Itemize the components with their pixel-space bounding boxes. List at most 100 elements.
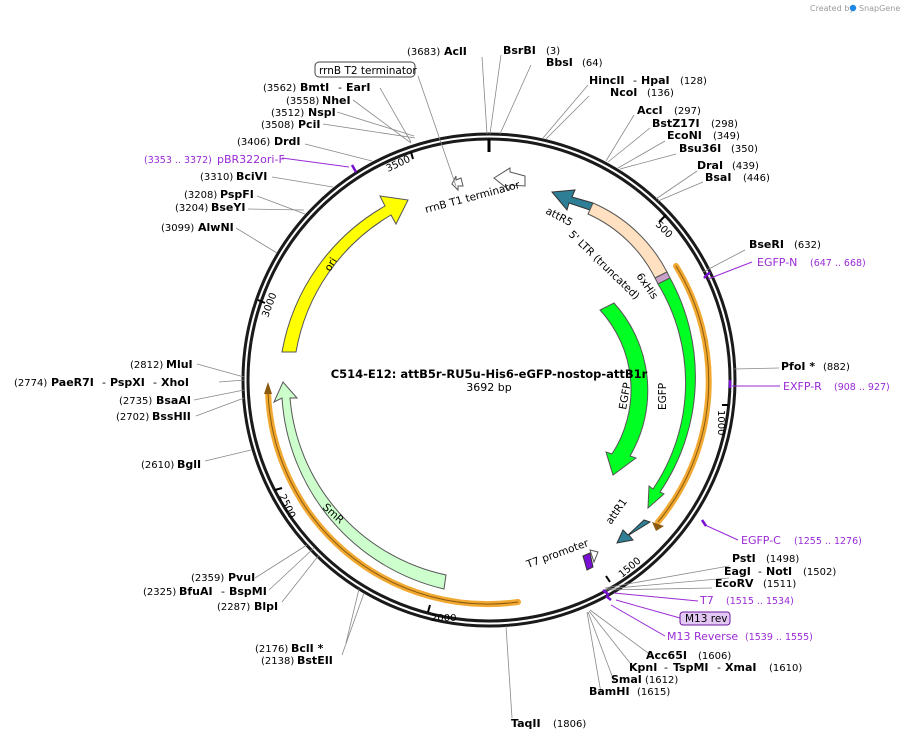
site-bfuai: BfuAI <box>179 585 213 598</box>
site-bsu36i: Bsu36I <box>679 142 721 155</box>
site-pspfi-pos: (3208) <box>184 190 217 201</box>
site-bamhi: BamHI <box>589 685 630 698</box>
plasmid-size: 3692 bp <box>466 381 511 394</box>
site-psti: PstI <box>732 552 756 565</box>
site-hincii: HincII <box>589 74 625 87</box>
site-paer7i: PaeR7I <box>51 376 94 389</box>
site-bspmi: BspMI <box>229 585 267 598</box>
site-sep-pspxi: - <box>102 376 106 389</box>
site-bcivi-pos: (3310) <box>200 172 233 183</box>
site-hpai: HpaI <box>641 74 670 87</box>
site-bsshii-pos: (2702) <box>116 412 149 423</box>
site-acc65i-pos: (1606) <box>698 651 731 662</box>
site-bcli: BclI * <box>291 642 324 655</box>
primer-labels: EGFP-N (647 .. 668) EXFP-R (908 .. 927) … <box>144 153 890 643</box>
site-bmti-pos: (3562) <box>263 83 296 94</box>
site-alwni-pos: (3099) <box>161 223 194 234</box>
feature-attr5-label: attR5 <box>544 205 575 229</box>
site-sep-xhoi: - <box>153 376 157 389</box>
feature-egfp-highlight-line <box>657 265 710 523</box>
site-bsshii: BssHII <box>152 410 191 423</box>
site-bmti: BmtI <box>300 81 329 94</box>
feature-rrnb-t2 <box>451 175 464 192</box>
site-pcii: PciI <box>298 118 320 131</box>
feature-egfp-inner-label: EGFP <box>617 382 634 411</box>
site-bseyi-pos: (3204) <box>175 203 208 214</box>
site-drdi: DrdI <box>274 135 301 148</box>
site-bbsi: BbsI <box>546 56 573 69</box>
site-drai-pos: (439) <box>732 161 759 172</box>
site-bgli-pos: (2610) <box>141 460 174 471</box>
site-pvui: PvuI <box>228 571 255 584</box>
site-bsteii-pos: (2138) <box>261 656 294 667</box>
site-pfoi-pos: (882) <box>823 362 850 373</box>
site-bsaai-pos: (2735) <box>119 396 152 407</box>
site-blpi-pos: (2287) <box>217 602 250 613</box>
primer-m13-reverse-pos: (1539 .. 1555) <box>745 632 813 643</box>
site-bseri-pos: (632) <box>794 240 821 251</box>
site-nhei: NheI <box>322 94 351 107</box>
site-bseri: BseRI <box>749 238 784 251</box>
site-hincii-pos: (128) <box>680 76 707 87</box>
site-ecorv: EcoRV <box>715 577 754 590</box>
primer-t7: T7 <box>699 594 714 607</box>
feature-attr1 <box>616 519 652 544</box>
primer-egfp-c-pos: (1255 .. 1276) <box>794 536 862 547</box>
site-pfoi: PfoI * <box>781 360 815 373</box>
credit-brand: SnapGene <box>859 4 900 13</box>
site-alwni: AlwNI <box>198 221 234 234</box>
feature-ori <box>281 195 409 353</box>
site-ncoi-pos: (136) <box>647 88 674 99</box>
primer-egfp-n: EGFP-N <box>757 256 797 269</box>
primer-leaders <box>281 157 780 637</box>
site-bcli-pos: (2176) <box>255 644 288 655</box>
site-eagi-pos: (1502) <box>803 567 836 578</box>
site-pspxi: PspXI <box>110 376 145 389</box>
site-pcii-pos: (3508) <box>261 120 294 131</box>
primer-m13-rev: M13 rev <box>685 613 728 625</box>
snapgene-logo-icon <box>849 4 857 12</box>
site-blpi: BlpI <box>254 600 278 613</box>
site-econi: EcoNI <box>667 129 702 142</box>
site-bsteii: BstEII <box>297 654 333 667</box>
site-bamhi-pos: (1615) <box>637 687 670 698</box>
site-bbsi-pos: (64) <box>582 58 603 69</box>
m13-rev-box <box>679 611 731 626</box>
site-bstz17i: BstZ17I <box>652 117 700 130</box>
site-xhoi: XhoI <box>161 376 189 389</box>
feature-rrnb-t2-label: rrnB T2 terminator <box>319 65 417 77</box>
site-leaders <box>193 54 780 719</box>
site-acli-pos: (3683) <box>407 47 440 58</box>
site-bsai: BsaI <box>705 171 731 184</box>
site-taqii: TaqII <box>511 717 541 730</box>
site-bsai-pos: (446) <box>743 173 770 184</box>
site-sep-eari: - <box>338 81 342 94</box>
site-sep-noti: - <box>758 565 762 578</box>
site-bsaai: BsaAI <box>156 394 191 407</box>
feature-attr1-label: attR1 <box>604 496 630 526</box>
site-sep-xmai: - <box>717 661 721 674</box>
site-psti-pos: (1498) <box>766 554 799 565</box>
site-sep-hpai: - <box>633 74 637 87</box>
feature-smr-highlight-line <box>267 391 519 605</box>
site-ncoi: NcoI <box>610 86 637 99</box>
t7-promoter-arrow <box>589 549 599 564</box>
feature-attr5 <box>551 189 594 212</box>
primer-egfp-n-pos: (647 .. 668) <box>810 258 866 269</box>
site-eari: EarI <box>346 81 370 94</box>
site-ecorv-pos: (1511) <box>763 579 796 590</box>
site-eagi: EagI <box>724 565 751 578</box>
primer-exfp-r-pos: (908 .. 927) <box>834 382 890 393</box>
site-taqii-pos: (1806) <box>553 719 586 730</box>
site-tspmi: TspMI <box>673 661 709 674</box>
rrnb-t2-leader <box>417 75 457 187</box>
plasmid-name: C514-E12: attB5r-RU5u-His6-eGFP-nostop-a… <box>331 367 648 381</box>
rrnb-t2-box <box>314 61 416 78</box>
feature-t7-promoter-label: T7 promoter <box>524 537 591 571</box>
primer-t7-pos: (1515 .. 1534) <box>726 596 794 607</box>
site-acci-pos: (297) <box>674 106 701 117</box>
smr-highlight-arrowhead <box>264 382 272 394</box>
credit-created: Created by <box>810 4 854 13</box>
site-bstz17i-pos: (298) <box>711 119 738 130</box>
